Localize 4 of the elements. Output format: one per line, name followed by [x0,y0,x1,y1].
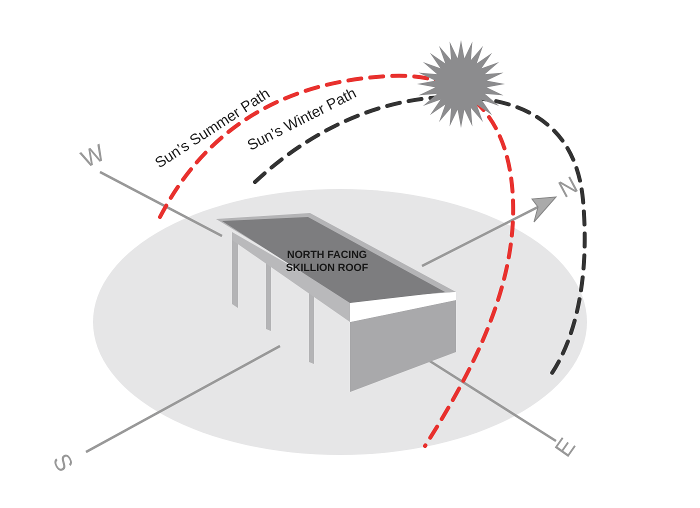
compass-letter: S [48,450,76,476]
compass-letter: W [78,141,108,173]
compass-letter: N [554,173,582,203]
compass-letter: E [552,434,580,462]
